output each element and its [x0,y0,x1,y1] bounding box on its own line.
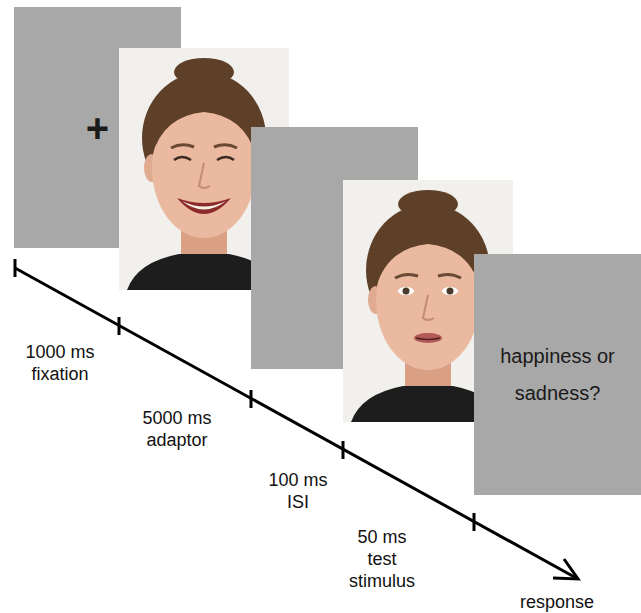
eyebrow [395,274,418,278]
mouth-line [416,338,440,340]
teeth [182,201,226,210]
response-prompt: happiness or sadness? [488,338,628,412]
duration-label: 50 ms test stimulus [343,526,421,592]
timeline-arrowhead [553,559,578,579]
timeline-tick [342,441,345,459]
fixation-panel-node: + [14,7,181,248]
timeline-tick [250,390,253,408]
response-prompt-node: happiness or sadness? [474,254,641,495]
eye [174,157,191,160]
duration-label: 100 ms ISI [262,469,334,513]
eyebrow [438,274,461,278]
timeline-axis [15,268,578,579]
iris [403,288,410,295]
timeline-tick [473,513,476,531]
timeline-tick [118,317,121,335]
duration-label: 5000 ms adaptor [131,407,223,451]
smile [177,198,231,214]
mouth [414,333,442,343]
timeline-tick [14,259,17,277]
fixation-cross: + [86,108,109,148]
eye [398,287,414,295]
hairline [376,220,480,288]
phase-label: response [502,591,612,613]
response-panel [474,254,641,495]
eye [442,287,458,295]
iris [447,288,454,295]
duration-label: 1000 ms fixation [14,341,106,385]
eye [217,157,234,160]
timeline [15,259,578,579]
hairline [152,88,256,156]
eyebrow [171,145,194,148]
eyebrow [214,145,237,148]
nose [423,295,434,320]
nose [199,163,210,188]
